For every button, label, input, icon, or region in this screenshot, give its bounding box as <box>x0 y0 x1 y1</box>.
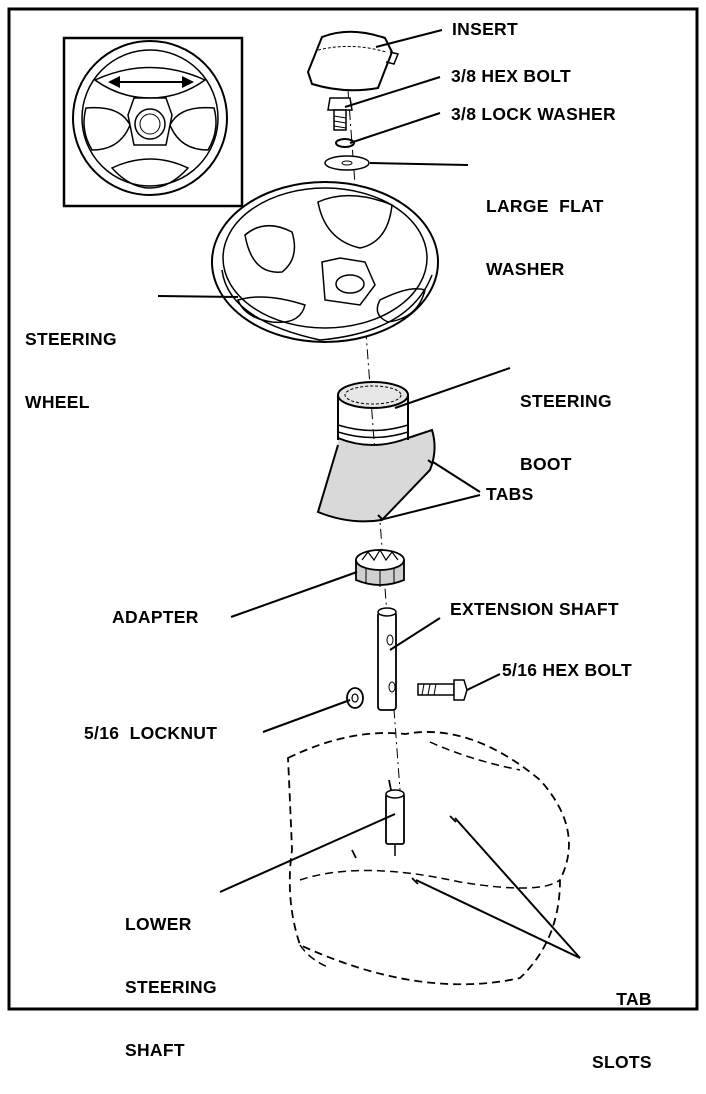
console-outline <box>287 731 570 986</box>
hex-bolt-516-part <box>417 679 468 701</box>
lower-steering-shaft-part <box>385 789 405 856</box>
insert-part <box>306 30 400 92</box>
extension-shaft-part <box>377 607 397 711</box>
tab-slot-mark <box>411 877 419 885</box>
label-tabs: TABS <box>486 484 534 504</box>
tab-slot-mark <box>449 815 457 823</box>
locknut-516-part <box>346 687 364 709</box>
label-lower-steering-shaft: LOWER STEERING SHAFT <box>125 914 217 1060</box>
label-adapter: ADAPTER <box>112 607 199 627</box>
label-hex-bolt-38: 3/8 HEX BOLT <box>451 66 571 86</box>
leader-lines <box>157 29 581 959</box>
label-extension-shaft: EXTENSION SHAFT <box>450 599 619 619</box>
label-steering-wheel: STEERING WHEEL <box>25 329 117 412</box>
label-tab-slots: TAB SLOTS <box>592 989 652 1072</box>
exploded-parts-diagram <box>7 7 699 1011</box>
steering-boot-part <box>316 381 436 523</box>
large-flat-washer-part <box>324 155 370 171</box>
steering-wheel-part <box>211 181 439 343</box>
label-hex-bolt-516: 5/16 HEX BOLT <box>502 660 632 680</box>
tab-slot-mark <box>351 849 357 859</box>
lock-washer-part <box>335 138 355 148</box>
outer-border <box>7 7 699 1011</box>
label-insert: INSERT <box>452 19 518 39</box>
adapter-part <box>355 548 405 587</box>
hex-bolt-38-part <box>327 97 353 131</box>
label-large-flat-washer: LARGE FLAT WASHER <box>486 196 604 279</box>
inset-wheel-view <box>62 36 244 208</box>
tab-slot-mark <box>388 779 392 791</box>
label-locknut-516: 5/16 LOCKNUT <box>84 723 218 743</box>
label-steering-boot: STEERING BOOT <box>520 391 612 474</box>
label-lock-washer-38: 3/8 LOCK WASHER <box>451 104 616 124</box>
